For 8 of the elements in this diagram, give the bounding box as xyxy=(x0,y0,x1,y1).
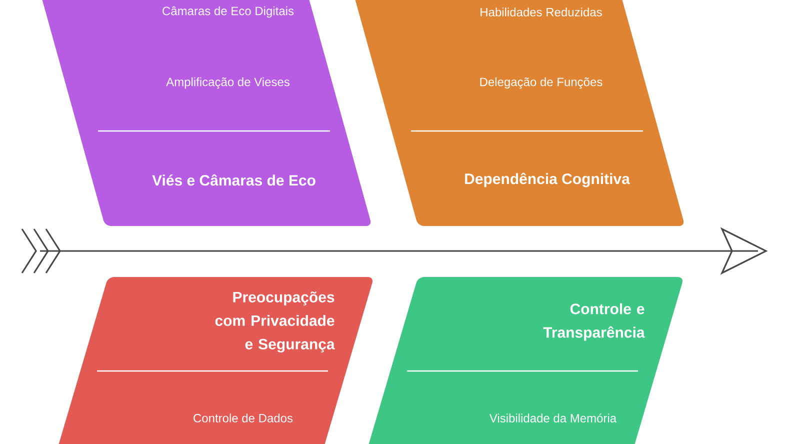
parallelogram-box: Habilidades Reduzidas Delegação de Funções Dependência Cognitiva xyxy=(354,0,684,226)
item-label: Habilidades Reduzidas xyxy=(480,8,602,16)
item-label: Amplificação de Vieses xyxy=(166,77,290,89)
parallelogram-box: Câmaras de Eco Digitais Amplificação de Vieses Viés e Câmaras de Eco xyxy=(40,0,371,226)
item-label: Visibilidade da Memória xyxy=(489,414,617,422)
item-label: Delegação de Funções xyxy=(480,77,602,89)
item-label: Câmaras de Eco Digitais xyxy=(162,6,294,18)
item-label: Controle de Dados xyxy=(194,414,293,422)
